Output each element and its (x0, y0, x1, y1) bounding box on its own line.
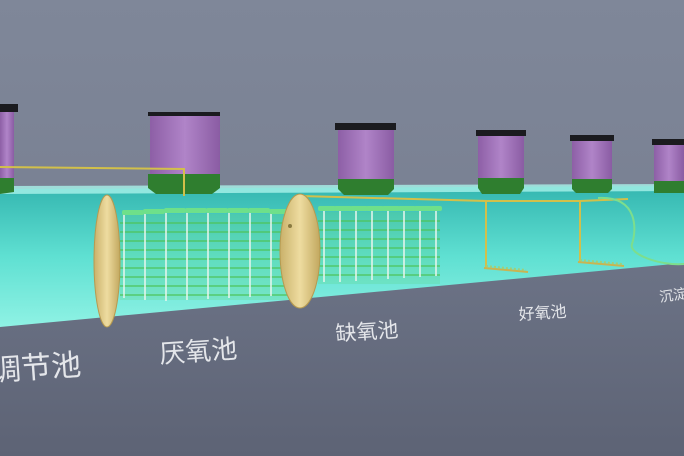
dosing-tank-4 (476, 130, 526, 194)
dosing-tank-6 (652, 139, 684, 193)
partition-disc-2 (279, 193, 321, 309)
label-queyang: 缺氧池 (335, 318, 400, 346)
label-haoyang: 好氧池 (518, 302, 567, 324)
return-pipe (597, 196, 684, 266)
label-yanyang: 厌氧池 (158, 335, 238, 370)
aerator-diffuser-2 (577, 259, 625, 267)
label-tiaojie: 调节池 (0, 348, 82, 389)
air-pipe (0, 166, 629, 268)
dosing-tank-1 (0, 104, 18, 194)
aerator-diffuser-1 (483, 265, 529, 273)
dosing-tank-5 (570, 135, 614, 193)
partition-disc-1 (93, 194, 121, 328)
label-chendian: 沉淀池 (658, 284, 684, 306)
anoxic-media-stack (318, 206, 442, 284)
anaerobic-media-stack (120, 208, 292, 301)
dosing-tank-3 (335, 123, 396, 195)
